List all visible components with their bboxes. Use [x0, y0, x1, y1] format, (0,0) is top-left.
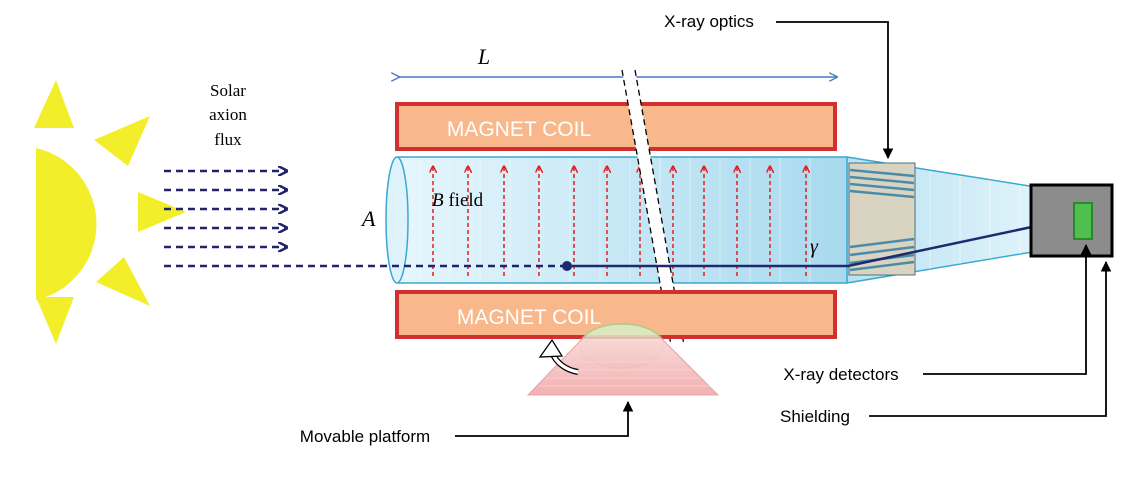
axion-flux-arrows — [164, 171, 286, 247]
b-field-label: B field — [432, 190, 484, 211]
solar-flux-label-line2: axion — [209, 105, 247, 124]
xray-detectors-label: X-ray detectors — [783, 365, 898, 384]
movable-platform-leader — [455, 400, 634, 437]
photon-label: γ — [810, 236, 819, 258]
movable-platform — [526, 323, 720, 396]
xray-detector — [1073, 202, 1093, 240]
sun-icon — [34, 80, 186, 344]
magnet-coil-top — [395, 102, 837, 151]
solar-flux-label-line3: flux — [214, 130, 242, 149]
rotation-arrow-icon — [538, 338, 579, 375]
solar-flux-label-line1: Solar — [210, 81, 246, 100]
xray-detectors-leader — [923, 243, 1092, 375]
area-label: A — [360, 206, 376, 231]
shielding-label: Shielding — [780, 407, 850, 426]
magnet-coil-top-label: MAGNET COIL — [447, 118, 591, 141]
xray-optics-leader — [776, 21, 894, 160]
magnet-coil-bottom-label: MAGNET COIL — [457, 306, 601, 329]
shielding-box — [1029, 183, 1114, 258]
xray-optics-mirrors — [848, 162, 916, 276]
movable-platform-label: Movable platform — [300, 427, 430, 446]
xray-optics-label: X-ray optics — [664, 12, 754, 31]
magnet-bore — [385, 156, 847, 284]
shielding-leader — [869, 260, 1112, 417]
photon-ray — [567, 214, 1076, 268]
length-label: L — [477, 44, 490, 69]
